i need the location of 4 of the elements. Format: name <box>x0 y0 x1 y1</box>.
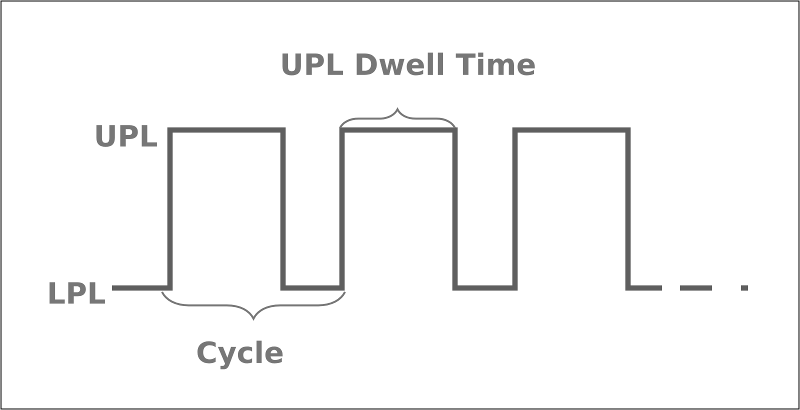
label: LPL <box>50 282 105 304</box>
label: UPL <box>96 125 157 147</box>
label: UPL Dwell Time <box>282 52 535 76</box>
label: Cycle <box>197 340 283 370</box>
